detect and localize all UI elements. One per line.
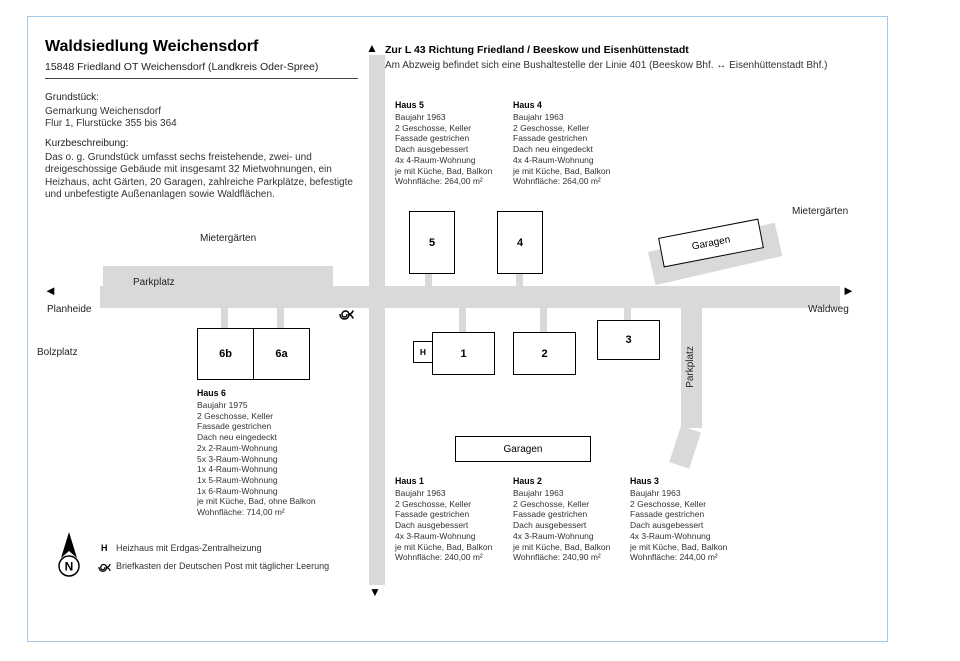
page-border bbox=[27, 16, 888, 642]
garages-bottom-label: Garagen bbox=[503, 443, 543, 455]
connector-building-1 bbox=[459, 306, 466, 335]
page-title: Waldsiedlung Weichensdorf bbox=[45, 38, 259, 55]
label-waldweg: Waldweg bbox=[808, 304, 849, 315]
header-divider bbox=[45, 78, 358, 79]
label-planheide: Planheide bbox=[47, 304, 92, 315]
label-mietergaerten-right: Mietergärten bbox=[792, 206, 849, 217]
direction-title: Zur L 43 Richtung Friedland / Beeskow un… bbox=[385, 44, 689, 56]
building-6a: 6a bbox=[253, 328, 310, 380]
garages-bottom: Garagen bbox=[455, 436, 591, 462]
compass-north-icon: N bbox=[55, 530, 83, 583]
kurzbeschreibung-text: Das o. g. Grundstück umfasst sechs freis… bbox=[45, 151, 353, 201]
kurzbeschreibung-block: Kurzbeschreibung: Das o. g. Grundstück u… bbox=[45, 138, 365, 202]
connector-building-6a bbox=[277, 306, 284, 330]
connector-building-2 bbox=[540, 306, 547, 335]
road-vertical bbox=[369, 55, 385, 585]
arrow-up-icon: ▲ bbox=[366, 41, 378, 55]
parking-area-left bbox=[103, 266, 333, 308]
arrow-right-icon: ► bbox=[842, 283, 855, 298]
building-1: 1 bbox=[432, 332, 495, 375]
connector-building-6b bbox=[221, 306, 228, 330]
legend-briefkasten-text: Briefkasten der Deutschen Post mit tägli… bbox=[116, 561, 330, 571]
haus-4-name: Haus 4 bbox=[513, 100, 542, 110]
connector-building-4 bbox=[516, 274, 523, 288]
label-bolzplatz: Bolzplatz bbox=[37, 347, 78, 358]
arrow-down-icon: ▼ bbox=[369, 585, 381, 599]
mailbox-posthorn-icon bbox=[338, 308, 355, 326]
parking-strip-right bbox=[681, 308, 702, 428]
grundstueck-heading: Grundstück: bbox=[45, 92, 99, 103]
direction-text: Am Abzweig befindet sich eine Bushaltest… bbox=[385, 60, 828, 71]
garages-top-right-label: Garagen bbox=[690, 233, 732, 253]
legend-posthorn-icon bbox=[97, 560, 112, 578]
connector-building-5 bbox=[425, 274, 432, 288]
kurzbeschreibung-heading: Kurzbeschreibung: bbox=[45, 138, 129, 149]
label-parkplatz-left: Parkplatz bbox=[133, 277, 175, 288]
haus-1-name: Haus 1 bbox=[395, 476, 424, 486]
building-2: 2 bbox=[513, 332, 576, 375]
haus-6-name: Haus 6 bbox=[197, 388, 226, 398]
haus-2-name: Haus 2 bbox=[513, 476, 542, 486]
building-5: 5 bbox=[409, 211, 455, 274]
haus-3-name: Haus 3 bbox=[630, 476, 659, 486]
heizhaus-box: H bbox=[413, 341, 433, 363]
compass-north-letter: N bbox=[65, 560, 74, 574]
connector-building-3 bbox=[624, 306, 631, 323]
legend-heizhaus-symbol: H bbox=[101, 543, 108, 553]
building-4: 4 bbox=[497, 211, 543, 274]
building-3: 3 bbox=[597, 320, 660, 360]
legend-heizhaus-text: Heizhaus mit Erdgas-Zentralheizung bbox=[116, 543, 262, 553]
label-mietergaerten-left: Mietergärten bbox=[200, 233, 257, 244]
haus-5-name: Haus 5 bbox=[395, 100, 424, 110]
page-subtitle: 15848 Friedland OT Weichensdorf (Landkre… bbox=[45, 61, 319, 73]
label-parkplatz-right: Parkplatz bbox=[685, 346, 696, 388]
arrow-left-icon: ◄ bbox=[44, 283, 57, 298]
building-6b: 6b bbox=[197, 328, 254, 380]
